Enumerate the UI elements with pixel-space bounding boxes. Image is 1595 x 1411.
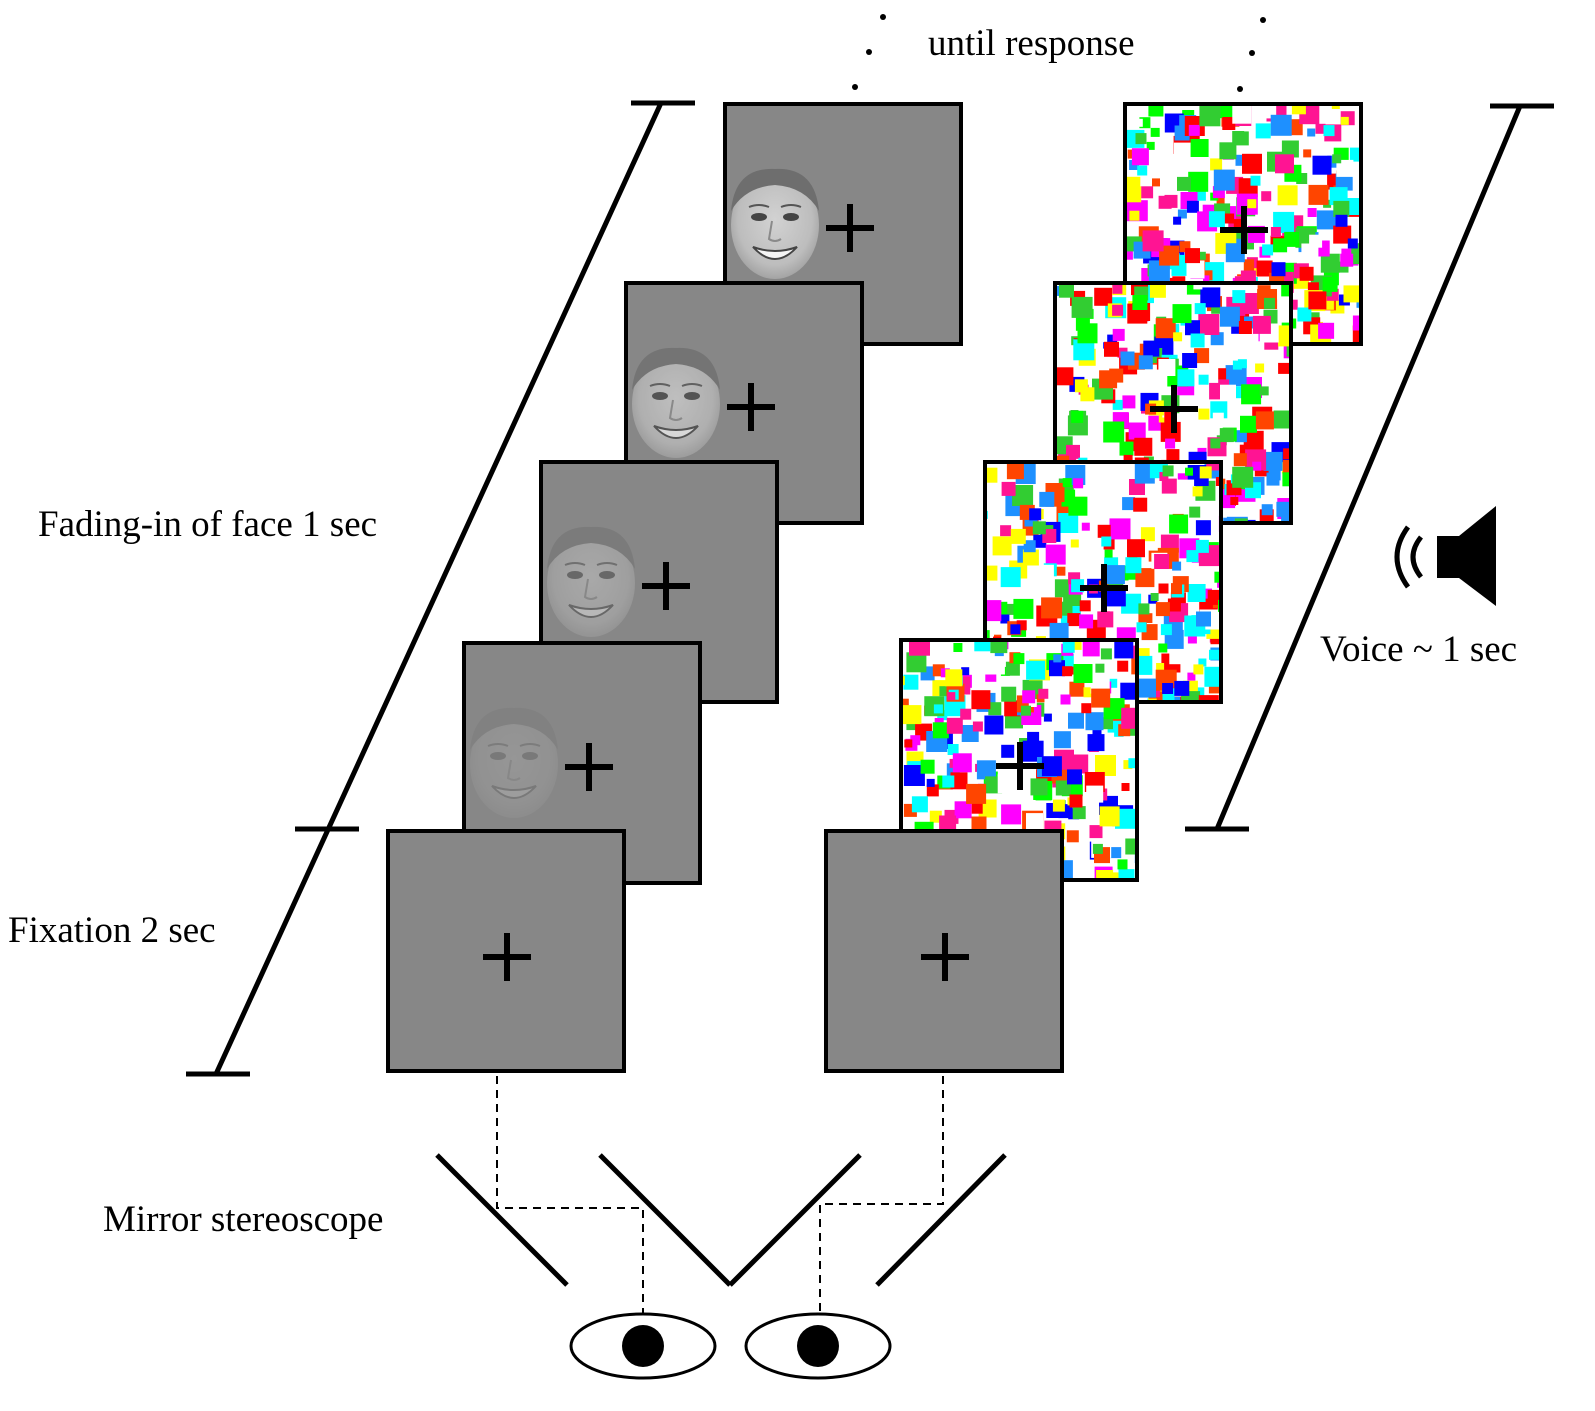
fixation-cross [826,204,874,252]
left-eye-icon [569,1312,717,1380]
until-response-label: until response [928,23,1135,64]
fixation-cross [483,933,531,981]
fixation-cross [727,383,775,431]
fixation-cross [996,742,1044,790]
face-stimulus [546,525,636,638]
face-stimulus [631,346,721,459]
face-stimulus [469,706,559,819]
left-eye-stream [386,102,963,1073]
mirror-stereoscope [435,1153,1007,1287]
right-panel [824,829,1064,1073]
continuation-dots-left [852,14,886,90]
fading-in-label: Fading-in of face 1 sec [38,504,377,545]
fixation-cross [565,743,613,791]
mirror-stereoscope-label: Mirror stereoscope [103,1199,383,1240]
fixation-cross [921,933,969,981]
speaker-icon [1394,506,1496,606]
light-path-dashed [496,1076,944,1320]
left-panel [386,829,626,1073]
fixation-cross [1220,206,1268,254]
voice-label: Voice ~ 1 sec [1320,629,1517,670]
fixation-cross [1080,564,1128,612]
left-timeline-bracket [186,100,695,1077]
fixation-cross [1150,385,1198,433]
continuation-dots-right [1237,17,1266,92]
fixation-label: Fixation 2 sec [8,910,216,951]
right-timeline-bracket [1185,103,1554,832]
right-eye-stream [824,102,1363,1073]
right-eye-icon [744,1312,892,1380]
face-stimulus [730,167,820,280]
fixation-cross [642,562,690,610]
